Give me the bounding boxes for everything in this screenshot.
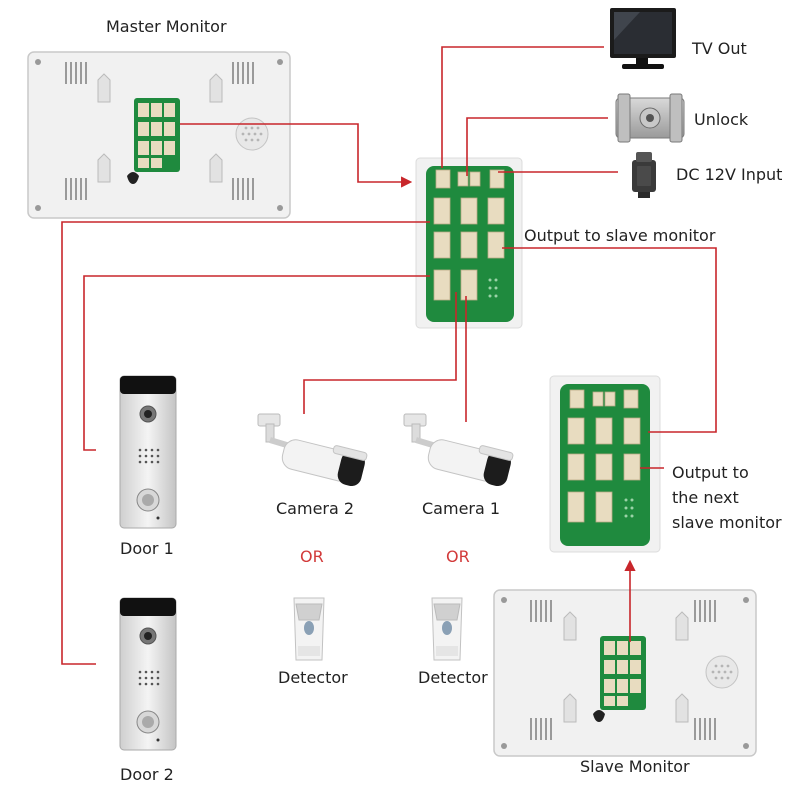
label-output-next-line2: the next — [672, 488, 739, 507]
lock-icon — [615, 93, 685, 143]
central-connection-board — [415, 157, 523, 329]
wiring-lines — [61, 46, 717, 665]
wire-door-1 — [83, 275, 430, 451]
slave-pcb — [600, 636, 646, 710]
master-monitor — [27, 51, 291, 219]
slave-monitor — [493, 589, 757, 757]
door-station-2 — [119, 597, 177, 751]
slave-connection-board — [549, 375, 661, 553]
wire-unlock — [466, 117, 608, 176]
label-output-slave: Output to slave monitor — [524, 226, 716, 245]
detector-1-icon — [293, 597, 325, 661]
tv-icon — [610, 8, 676, 69]
label-output-next-line3: slave monitor — [672, 513, 782, 532]
label-detector-1: Detector — [278, 668, 348, 687]
label-or-1: OR — [300, 547, 324, 566]
detector-2-icon — [431, 597, 463, 661]
label-camera-1: Camera 1 — [422, 499, 501, 518]
label-unlock: Unlock — [694, 110, 749, 129]
vent-slots — [65, 62, 254, 200]
label-master-monitor: Master Monitor — [106, 17, 227, 36]
wire-tv-out — [441, 46, 604, 168]
master-pcb — [134, 98, 180, 172]
label-door-1: Door 1 — [120, 539, 174, 558]
label-detector-2: Detector — [418, 668, 488, 687]
wire-master-to-board — [180, 123, 413, 188]
label-or-2: OR — [446, 547, 470, 566]
label-slave-monitor: Slave Monitor — [580, 757, 690, 776]
camera-2-icon — [257, 413, 368, 487]
camera-1-icon — [403, 413, 514, 487]
label-output-next-line1: Output to — [672, 463, 749, 482]
power-adapter-icon — [632, 152, 656, 198]
wire-door-2 — [61, 221, 430, 665]
wire-output-slave — [502, 247, 717, 433]
door-station-1 — [119, 375, 177, 529]
label-tv-out: TV Out — [692, 39, 747, 58]
label-dc-input: DC 12V Input — [676, 165, 783, 184]
label-door-2: Door 2 — [120, 765, 174, 784]
wire-camera-2 — [303, 292, 457, 414]
label-camera-2: Camera 2 — [276, 499, 355, 518]
speaker-grille — [235, 117, 269, 151]
